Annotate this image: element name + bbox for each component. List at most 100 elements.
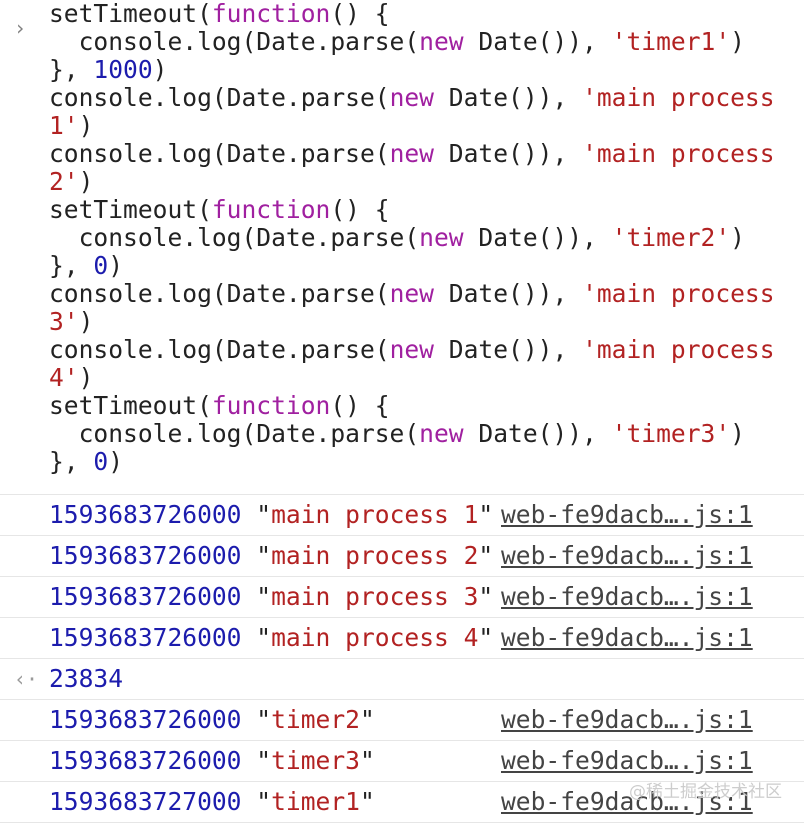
log-string: main process 1 [271,500,479,529]
log-row: 1593683726000 "timer2" web-fe9dacb….js:1 [0,700,804,741]
code-token: 'main process [582,139,775,168]
code-token: Date()), [463,27,612,56]
code-token: 3' [49,307,79,336]
code-token: new [419,223,464,252]
code-token: 1' [49,111,79,140]
log-string: main process 4 [271,623,479,652]
code-token: console.log(Date.parse( [49,223,420,252]
code-token: setTimeout( [49,391,212,420]
log-row: 1593683726000 "main process 3"web-fe9dac… [0,577,804,618]
code-line: 1') [49,112,775,140]
code-token: 'timer1' [611,27,731,56]
log-row: 1593683726000 "main process 1"web-fe9dac… [0,495,804,536]
log-message: 1593683726000 "timer3" [49,746,375,775]
code-token: 4' [49,363,79,392]
log-row: 1593683726000 "main process 2"web-fe9dac… [0,536,804,577]
return-value-row: ‹· 23834 [0,659,804,700]
code-token: ) [78,167,94,196]
code-token: new [389,279,434,308]
prompt-chevron-icon: › [14,16,27,40]
source-link[interactable]: web-fe9dacb….js:1 [501,705,753,734]
log-number: 1593683726000 [49,705,242,734]
code-token: console.log(Date.parse( [49,83,390,112]
code-token: 'timer3' [611,419,731,448]
console-input-block[interactable]: › setTimeout(function() { console.log(Da… [0,0,804,495]
code-token: setTimeout( [49,195,212,224]
code-line: }, 1000) [49,56,775,84]
log-message: 1593683726000 "main process 3" [49,582,494,611]
log-message: 1593683726000 "timer2" [49,705,375,734]
code-token: new [389,335,434,364]
log-list-main: 1593683726000 "main process 1"web-fe9dac… [0,495,804,659]
code-line: console.log(Date.parse(new Date()), 'tim… [49,28,775,56]
code-token: () { [330,0,390,28]
code-line: console.log(Date.parse(new Date()), 'tim… [49,224,775,252]
code-token: ) [108,251,124,280]
log-number: 1593683726000 [49,541,242,570]
return-arrow-icon: ‹· [14,667,39,691]
code-token: 1000 [93,55,153,84]
source-link[interactable]: web-fe9dacb….js:1 [501,500,753,529]
code-token: console.log(Date.parse( [49,139,390,168]
log-number: 1593683726000 [49,746,242,775]
code-token: 0 [93,251,109,280]
code-token: ) [78,307,94,336]
code-token: 'timer2' [611,223,731,252]
code-token: new [389,83,434,112]
source-link[interactable]: web-fe9dacb….js:1 [501,746,753,775]
code-line: setTimeout(function() { [49,392,775,420]
source-link[interactable]: web-fe9dacb….js:1 [501,787,753,816]
return-value[interactable]: 23834 [49,664,124,693]
code-line: setTimeout(function() { [49,0,775,28]
code-line: console.log(Date.parse(new Date()), 'mai… [49,84,775,112]
code-token: console.log(Date.parse( [49,419,420,448]
log-number: 1593683727000 [49,787,242,816]
log-number: 1593683726000 [49,582,242,611]
code-token: Date()), [433,279,583,308]
code-token: console.log(Date.parse( [49,27,420,56]
log-row: 1593683727000 "timer1" web-fe9dacb….js:1 [0,782,804,823]
code-line: 3') [49,308,775,336]
code-token: ) [78,363,94,392]
code-token: }, [49,55,94,84]
log-number: 1593683726000 [49,623,242,652]
code-editor[interactable]: setTimeout(function() { console.log(Date… [49,0,775,476]
log-string: main process 3 [271,582,479,611]
log-message: 1593683726000 "main process 4" [49,623,494,652]
code-line: }, 0) [49,448,775,476]
code-token: Date()), [433,139,583,168]
code-token: Date()), [433,335,583,364]
code-token: function [211,391,331,420]
code-line: console.log(Date.parse(new Date()), 'mai… [49,280,775,308]
code-token: console.log(Date.parse( [49,279,390,308]
log-row: 1593683726000 "timer3" web-fe9dacb….js:1 [0,741,804,782]
code-token: 'main process [582,335,775,364]
code-token: ) [152,55,168,84]
code-token: console.log(Date.parse( [49,335,390,364]
code-line: console.log(Date.parse(new Date()), 'tim… [49,420,775,448]
code-token: setTimeout( [49,0,212,28]
code-token: new [419,419,464,448]
code-token: new [419,27,464,56]
code-token: 2' [49,167,79,196]
log-message: 1593683727000 "timer1" [49,787,375,816]
source-link[interactable]: web-fe9dacb….js:1 [501,582,753,611]
log-message: 1593683726000 "main process 2" [49,541,494,570]
log-string: timer1 [271,787,360,816]
code-line: console.log(Date.parse(new Date()), 'mai… [49,140,775,168]
code-line: setTimeout(function() { [49,196,775,224]
code-token: ) [730,223,745,252]
code-token: }, [49,251,94,280]
code-token: 0 [93,447,109,476]
log-row: 1593683726000 "main process 4"web-fe9dac… [0,618,804,659]
log-number: 1593683726000 [49,500,242,529]
source-link[interactable]: web-fe9dacb….js:1 [501,623,753,652]
code-token: ) [730,27,745,56]
code-token: function [211,0,331,28]
source-link[interactable]: web-fe9dacb….js:1 [501,541,753,570]
code-token: }, [49,447,94,476]
code-token: 'main process [582,279,775,308]
log-string: timer3 [271,746,360,775]
code-token: () { [330,195,390,224]
